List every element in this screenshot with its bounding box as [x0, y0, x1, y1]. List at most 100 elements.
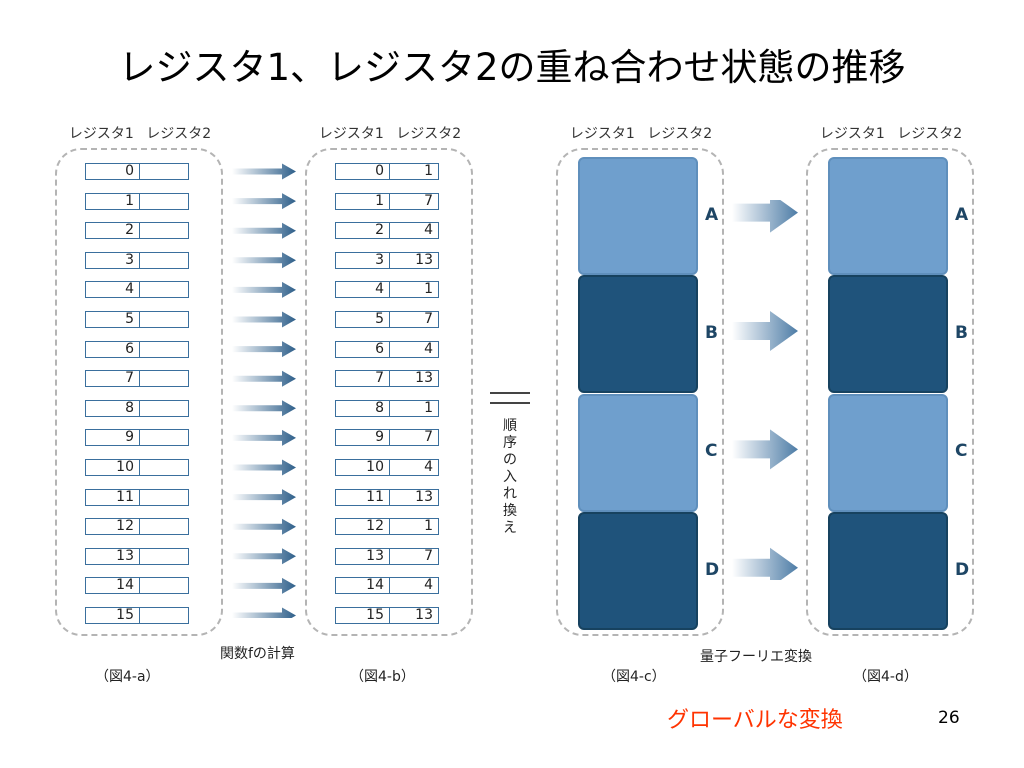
register1-cell-a: 13 [85, 547, 140, 565]
group-block-a [828, 157, 948, 275]
function-arrow [232, 252, 296, 269]
qft-arrows [732, 200, 798, 580]
function-arrow [232, 577, 296, 594]
register2-cell-b: 13 [389, 251, 439, 269]
register2-cell-a [139, 518, 189, 536]
register2-cell-a [139, 370, 189, 388]
register1-cell-a: 10 [85, 459, 140, 476]
register1-cell-b: 3 [335, 251, 390, 269]
function-arrow [232, 222, 296, 239]
panel-c [556, 148, 724, 636]
register2-cell-b: 13 [389, 488, 439, 506]
equals-line-bottom [490, 402, 530, 404]
function-arrow [232, 429, 296, 446]
register1-cell-b: 1 [335, 192, 390, 210]
panel-b [305, 148, 473, 636]
register1-cell-a: 4 [85, 281, 140, 299]
register2-cell-b: 1 [389, 399, 439, 417]
register2-cell-b: 7 [389, 311, 439, 328]
group-label-c: C [705, 441, 718, 462]
slide-title: レジスタ1、レジスタ2の重ね合わせ状態の推移 [118, 46, 906, 89]
register2-cell-a [139, 192, 189, 210]
qft-arrow-d [732, 547, 798, 580]
register1-cell-b: 0 [335, 163, 390, 180]
function-arrow [232, 459, 296, 476]
register1-cell-a: 1 [85, 192, 140, 210]
reorder-glyph: え [503, 520, 517, 536]
page-number: 26 [938, 708, 960, 728]
register1-cell-a: 15 [85, 607, 140, 624]
register2-cell-b: 7 [389, 547, 439, 565]
group-label-a: A [705, 204, 719, 225]
register2-cell-a [139, 222, 189, 240]
register2-cell-a [139, 577, 189, 595]
register1-cell-b: 9 [335, 429, 390, 447]
function-arrow [232, 163, 296, 180]
register1-cell-a: 6 [85, 340, 140, 358]
reorder-glyph: 序 [503, 435, 517, 451]
caption-fig-b: （図4-b） [350, 669, 415, 685]
function-arrow [232, 489, 296, 506]
group-label-c: C [955, 441, 968, 462]
function-arrow [232, 607, 296, 618]
panel-a [55, 148, 223, 636]
register2-cell-b: 13 [389, 370, 439, 388]
function-arrow [232, 370, 296, 387]
qft-arrow-a [732, 200, 798, 233]
group-block-a [578, 157, 698, 275]
register1-cell-b: 10 [335, 459, 390, 476]
register2-cell-b: 7 [389, 192, 439, 210]
register2-cell-a [139, 459, 189, 476]
function-arrow [232, 281, 296, 298]
caption-qft: 量子フーリエ変換 [700, 649, 812, 665]
register1-cell-b: 15 [335, 607, 390, 624]
register2-cell-b: 1 [389, 281, 439, 299]
reorder-glyph: 順 [503, 418, 517, 434]
group-label-d: D [705, 559, 720, 580]
function-arrow [232, 518, 296, 535]
register2-cell-a [139, 163, 189, 180]
qft-arrow-b [732, 311, 798, 351]
register2-cell-b: 7 [389, 429, 439, 447]
header-panel-c: レジスタ1 レジスタ2 [569, 126, 713, 142]
register2-cell-a [139, 311, 189, 328]
register2-cell-a [139, 251, 189, 269]
group-label-d: D [955, 559, 970, 580]
group-label-b: B [705, 323, 718, 343]
register1-cell-a: 11 [85, 488, 140, 506]
register1-cell-a: 3 [85, 251, 140, 269]
register2-cell-b: 4 [389, 222, 439, 240]
group-block-b [828, 275, 948, 394]
register1-cell-a: 5 [85, 311, 140, 328]
register2-cell-a [139, 281, 189, 299]
register2-cell-b: 1 [389, 163, 439, 180]
group-block-b [578, 275, 698, 394]
register1-cell-b: 4 [335, 281, 390, 299]
register2-cell-b: 4 [389, 577, 439, 595]
register2-cell-a [139, 399, 189, 417]
header-panel-a: レジスタ1 レジスタ2 [68, 126, 212, 142]
register1-cell-a: 2 [85, 222, 140, 240]
header-panel-b: レジスタ1 レジスタ2 [318, 126, 462, 142]
reorder-glyph: れ [503, 486, 517, 502]
global-transform-note: グローバルな変換 [667, 708, 843, 733]
register1-cell-a: 7 [85, 370, 140, 388]
function-arrow [232, 548, 296, 565]
caption-function-calc: 関数fの計算 [220, 646, 295, 662]
register1-cell-b: 8 [335, 399, 390, 417]
group-block-c [828, 393, 948, 512]
register2-cell-b: 1 [389, 518, 439, 536]
register1-cell-b: 14 [335, 577, 390, 595]
register2-cell-b: 13 [389, 607, 439, 624]
equals-line-top [490, 392, 530, 394]
register2-cell-b: 4 [389, 459, 439, 476]
register2-cell-a [139, 547, 189, 565]
qft-arrow-c [732, 429, 798, 470]
group-block-d [578, 512, 698, 630]
register1-cell-b: 11 [335, 488, 390, 506]
register1-cell-a: 0 [85, 163, 140, 180]
register2-cell-a [139, 340, 189, 358]
reorder-glyph: 入 [503, 469, 517, 485]
function-arrow [232, 193, 296, 210]
register1-cell-b: 7 [335, 370, 390, 388]
